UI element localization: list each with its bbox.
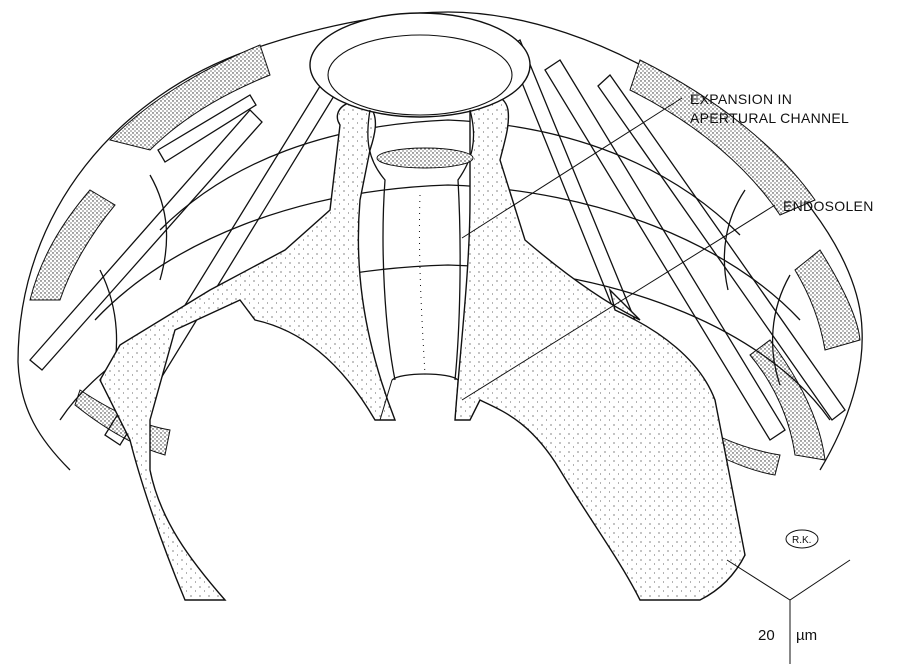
right-section-pillar (455, 93, 745, 600)
label-expansion-line2: APERTURAL CHANNEL (690, 110, 849, 126)
scale-value: 20 (758, 627, 775, 644)
svg-text:R.K.: R.K. (792, 535, 811, 546)
label-expansion-line1: EXPANSION IN (690, 91, 792, 107)
left-section-pillar (100, 102, 395, 600)
label-endosolen: ENDOSOLEN (783, 198, 874, 214)
artist-signature: R.K. (786, 530, 818, 548)
scale-bar: 20 µm (727, 560, 850, 664)
scale-unit: µm (796, 627, 817, 644)
